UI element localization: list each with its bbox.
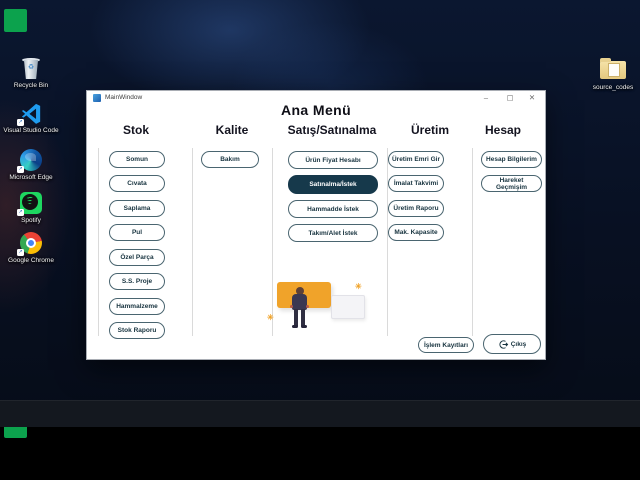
shortcut-arrow-icon: ↗: [17, 249, 24, 256]
button-urun-fiyat-hesabi[interactable]: Ürün Fiyat Hesabı: [288, 151, 378, 169]
shortcut-arrow-icon: ↗: [17, 166, 24, 173]
button-uretim-raporu[interactable]: Üretim Raporu: [388, 200, 444, 217]
header-uretim: Üretim: [410, 123, 449, 137]
shortcut-chrome[interactable]: ↗ Google Chrome: [3, 231, 59, 265]
shortcut-edge[interactable]: ↗ Microsoft Edge: [3, 148, 59, 182]
shortcut-label: Recycle Bin: [13, 82, 49, 89]
header-satis-satinalma: Satış/Satınalma: [287, 123, 377, 137]
shortcut-recycle-bin[interactable]: ♻ Recycle Bin: [3, 56, 59, 90]
window-app-icon: [93, 94, 101, 102]
button-ozel-parca[interactable]: Özel Parça: [109, 249, 165, 266]
button-mak-kapasite[interactable]: Mak. Kapasite: [388, 224, 444, 241]
shortcut-label: Microsoft Edge: [9, 174, 53, 181]
shortcut-arrow-icon: ↗: [17, 209, 24, 216]
illustration-person: [296, 287, 304, 295]
shortcut-label: Visual Studio Code: [3, 127, 59, 134]
logout-icon: [499, 339, 508, 349]
shortcut-vscode[interactable]: ↗ Visual Studio Code: [3, 101, 59, 135]
button-stok-raporu[interactable]: Stok Raporu: [109, 322, 165, 339]
recycle-bin-icon: ♻: [19, 56, 43, 80]
button-pul[interactable]: Pul: [109, 224, 165, 241]
app-window: MainWindow – ▢ ✕ Ana Menü Stok Kalite Sa…: [86, 90, 546, 360]
page-title: Ana Menü: [280, 102, 352, 118]
vscode-icon: ↗: [17, 101, 43, 126]
folder-icon: [600, 58, 626, 82]
sparkle-icon: ✳: [267, 313, 274, 322]
column-divider: [272, 148, 273, 336]
shortcut-arrow-icon: ↗: [17, 119, 24, 126]
shortcut-source-codes[interactable]: source_codes: [585, 58, 640, 92]
shortcut-spotify[interactable]: ↗ Spotify: [3, 191, 59, 225]
button-satinalma-istek[interactable]: Satınalma/İstek: [288, 175, 378, 194]
close-button[interactable]: ✕: [528, 93, 536, 102]
button-saplama[interactable]: Saplama: [109, 200, 165, 217]
shortcut-label: Spotify: [21, 217, 41, 224]
sparkle-icon: ✳: [355, 282, 362, 291]
button-uretim-emri-gir[interactable]: Üretim Emri Gir: [388, 151, 444, 168]
cikis-button[interactable]: Çıkış: [483, 334, 541, 354]
button-somun[interactable]: Somun: [109, 151, 165, 168]
green-marker-top: [4, 9, 27, 32]
edge-icon: ↗: [17, 148, 43, 173]
shortcut-label: source_codes: [592, 84, 634, 91]
cikis-label: Çıkış: [510, 340, 527, 348]
button-takim-alet-istek[interactable]: Takım/Alet İstek: [288, 224, 378, 242]
column-divider: [472, 148, 473, 336]
button-civata[interactable]: Cıvata: [109, 175, 165, 192]
maximize-button[interactable]: ▢: [506, 93, 514, 102]
button-imalat-takvimi[interactable]: İmalat Takvimi: [388, 175, 444, 192]
desktop-wallpaper: ♻ Recycle Bin ↗ Visual Studio Code ↗ Mic…: [0, 0, 640, 438]
button-hesap-bilgilerim[interactable]: Hesap Bilgilerim: [481, 151, 542, 168]
button-bakim[interactable]: Bakım: [201, 151, 259, 168]
button-hammadde-istek[interactable]: Hammadde İstek: [288, 200, 378, 218]
button-hareket-gecmisim[interactable]: Hareket Geçmişim: [481, 175, 542, 192]
taskbar: 7:01 PM 1/22/2023: [0, 400, 640, 427]
header-stok: Stok: [122, 123, 149, 137]
column-divider: [192, 148, 193, 336]
column-divider: [387, 148, 388, 336]
window-title: MainWindow: [105, 94, 143, 101]
spotify-icon: ↗: [17, 191, 43, 216]
button-ss-proje[interactable]: S.S. Proje: [109, 273, 165, 290]
column-divider: [98, 148, 99, 336]
islem-kayitlari-button[interactable]: İşlem Kayıtları: [418, 337, 474, 353]
minimize-button[interactable]: –: [483, 93, 489, 102]
header-kalite: Kalite: [215, 123, 249, 137]
header-hesap: Hesap: [484, 123, 522, 137]
button-hammalzeme[interactable]: Hammalzeme: [109, 298, 165, 315]
illustration-card: [331, 295, 365, 319]
window-titlebar[interactable]: MainWindow – ▢ ✕: [87, 91, 545, 105]
shortcut-label: Google Chrome: [8, 257, 54, 264]
chrome-icon: ↗: [17, 231, 43, 256]
